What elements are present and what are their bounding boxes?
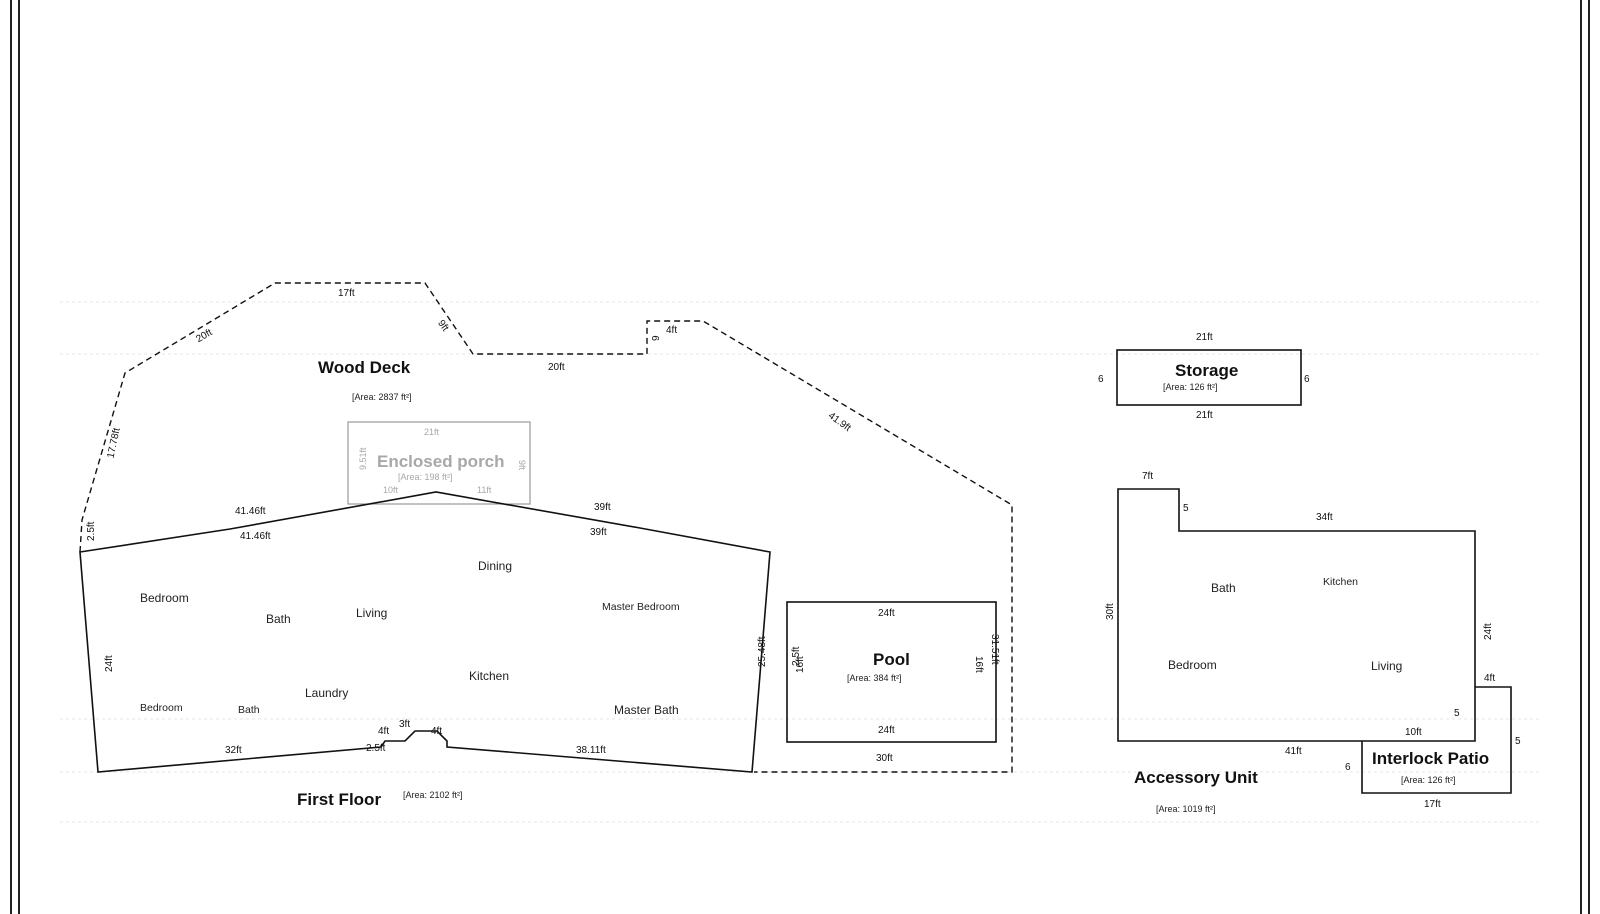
- first-floor-area: [Area: 2102 ft²]: [403, 790, 463, 800]
- interlock-patio-outline: [1361, 686, 1512, 794]
- enclosed-porch-dim: 11ft: [477, 485, 492, 495]
- wood-deck-dim: 9: [651, 335, 662, 341]
- first-floor-outline: [79, 491, 771, 773]
- storage-title: Storage: [1175, 361, 1238, 380]
- interlock-patio-dim: 17ft: [1424, 799, 1441, 810]
- storage-area: [Area: 126 ft²]: [1163, 382, 1218, 392]
- first-floor-dim: 39ft: [590, 527, 607, 538]
- storage-dim: 21ft: [1196, 332, 1213, 343]
- room-label: Bedroom: [140, 702, 183, 714]
- accessory-unit-dim: 7ft: [1142, 471, 1153, 482]
- page-inner-frame: [18, 0, 1582, 914]
- enclosed-porch-dim: 21ft: [424, 427, 440, 437]
- first-floor-dim: 24ft: [104, 655, 115, 672]
- wood-deck-dim: 20ft: [194, 327, 214, 345]
- accessory-unit-dim: 34ft: [1316, 512, 1333, 523]
- enclosed-porch-area: [Area: 198 ft²]: [398, 472, 453, 482]
- first-floor-dim: 2.5ft: [366, 743, 386, 754]
- wood-deck-dim: 30ft: [876, 753, 893, 764]
- accessory-unit-dim: 5: [1454, 708, 1460, 719]
- room-label: Laundry: [305, 686, 348, 700]
- accessory-unit-dim: 30ft: [1105, 603, 1116, 620]
- interlock-patio-title: Interlock Patio: [1372, 749, 1489, 768]
- pool-title: Pool: [873, 650, 910, 669]
- wood-deck-dim: 41.9ft: [826, 410, 853, 434]
- interlock-patio-area: [Area: 126 ft²]: [1401, 775, 1456, 785]
- interlock-patio-dim: 6: [1345, 762, 1351, 773]
- room-label: Dining: [478, 559, 512, 573]
- room-label: Bedroom: [1168, 658, 1217, 672]
- first-floor-dim: 39ft: [594, 502, 611, 513]
- room-label: Living: [356, 606, 387, 620]
- interlock-patio-dim: 5: [1515, 736, 1521, 747]
- first-floor-dim: 41.46ft: [240, 531, 271, 542]
- first-floor-dim: 38.11ft: [576, 745, 606, 756]
- accessory-unit-title: Accessory Unit: [1134, 768, 1258, 787]
- pool-dim: 16ft: [795, 656, 806, 673]
- storage-outline: [1116, 349, 1302, 406]
- pool-dim: 24ft: [878, 725, 895, 736]
- wood-deck-area: [Area: 2837 ft²]: [352, 392, 412, 402]
- first-floor-dim: 4ft: [431, 726, 442, 737]
- storage-dim: 6: [1304, 374, 1310, 385]
- accessory-unit-dim: 41ft: [1285, 746, 1302, 757]
- accessory-unit-dim: 24ft: [1483, 623, 1494, 640]
- wood-deck-dim: 17ft: [338, 288, 355, 299]
- first-floor-title: First Floor: [297, 790, 381, 809]
- room-label: Master Bath: [614, 703, 679, 717]
- enclosed-porch-dim: 10ft: [383, 485, 399, 495]
- enclosed-porch-dim: 9ft: [517, 460, 527, 471]
- pool-dim: 16ft: [973, 656, 984, 673]
- page-outer-frame: [10, 0, 1590, 914]
- first-floor-dim: 32ft: [225, 745, 242, 756]
- room-label: Kitchen: [1323, 576, 1358, 588]
- enclosed-porch-outline: [347, 421, 531, 505]
- enclosed-porch-title: Enclosed porch: [377, 452, 505, 471]
- room-label: Bath: [1211, 581, 1236, 595]
- wood-deck-dim: 20ft: [548, 362, 565, 373]
- grid-guides: [60, 301, 1540, 823]
- accessory-unit-area: [Area: 1019 ft²]: [1156, 804, 1216, 814]
- storage-dim: 6: [1098, 374, 1104, 385]
- pool-area: [Area: 384 ft²]: [847, 673, 902, 683]
- wood-deck-outline: [79, 282, 1013, 773]
- room-label: Master Bedroom: [602, 601, 680, 613]
- interlock-patio-dim: 4ft: [1484, 673, 1495, 684]
- wood-deck-dim: 9ft: [435, 318, 451, 334]
- pool-outline: [786, 601, 997, 743]
- first-floor-dim: 41.46ft: [235, 506, 266, 517]
- accessory-unit-dim: 10ft: [1405, 727, 1422, 738]
- pool-dim: 24ft: [878, 608, 895, 619]
- storage-dim: 21ft: [1196, 410, 1213, 421]
- room-label: Bath: [266, 612, 291, 626]
- first-floor-dim: 4ft: [378, 726, 389, 737]
- accessory-unit-dim: 5: [1183, 503, 1189, 514]
- wood-deck-title: Wood Deck: [318, 358, 411, 377]
- room-label: Kitchen: [469, 669, 509, 683]
- enclosed-porch-dim: 9.51ft: [358, 447, 368, 470]
- first-floor-dim: 3ft: [399, 719, 410, 730]
- room-label: Bedroom: [140, 591, 189, 605]
- first-floor-dim: 2.5ft: [791, 646, 802, 666]
- room-label: Living: [1371, 659, 1402, 673]
- wood-deck-dim: 31.51ft: [989, 634, 1000, 665]
- wood-deck-dim: 4ft: [666, 325, 677, 336]
- room-label: Bath: [238, 704, 260, 716]
- accessory-unit-outline: [1117, 488, 1476, 742]
- first-floor-dim: 25.48ft: [757, 636, 768, 667]
- first-floor-dim: 2.5ft: [86, 521, 97, 541]
